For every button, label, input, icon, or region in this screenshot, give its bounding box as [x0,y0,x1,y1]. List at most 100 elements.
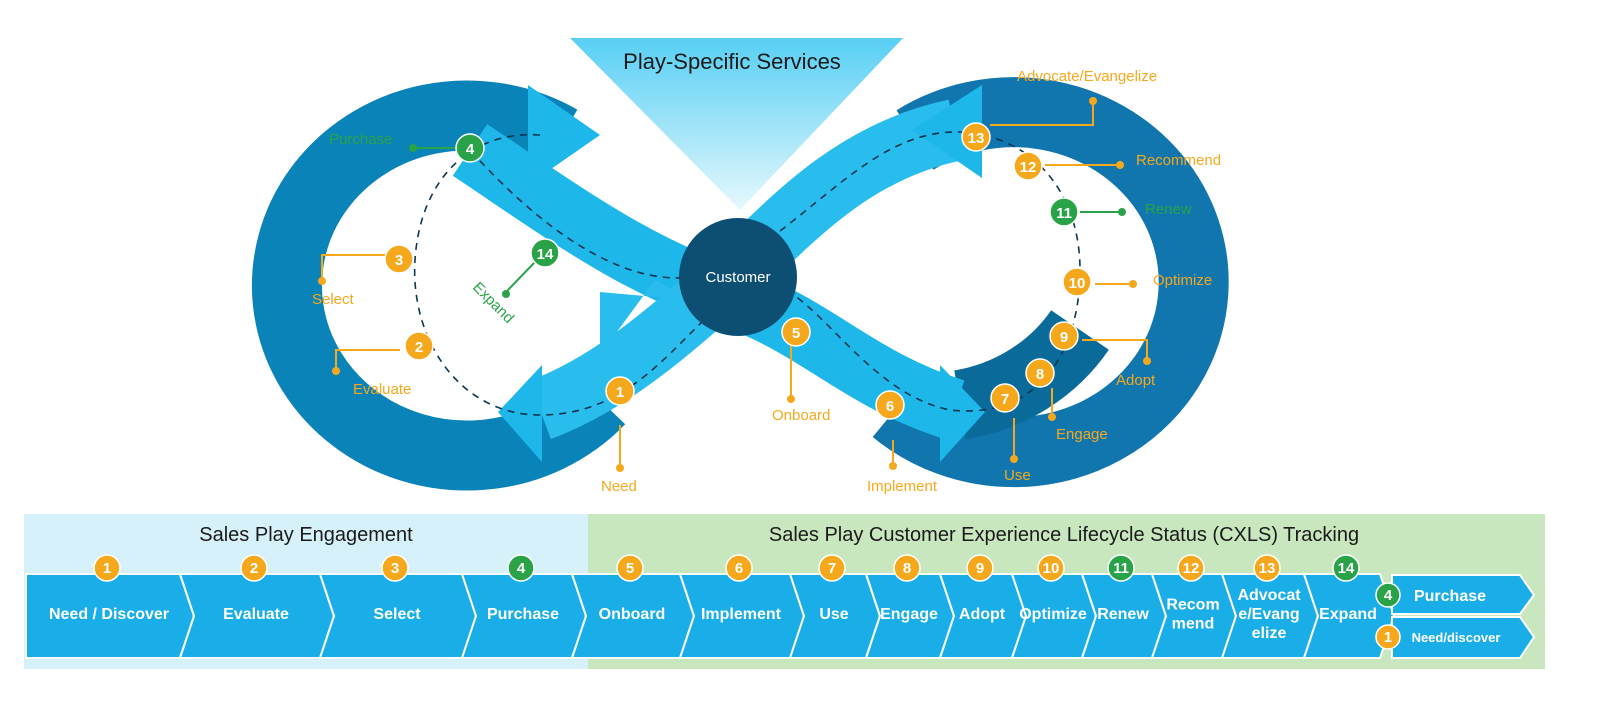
step-badge-6 [725,554,753,582]
step-badge-num-13: 13 [1259,560,1276,577]
badge-14: 14 [530,238,560,268]
label-use: Use [1004,467,1031,484]
step-label-9: Adopt [959,606,1006,623]
svg-text:9: 9 [1060,329,1068,346]
step-badge-4 [507,554,535,582]
step-badge-num-8: 8 [903,560,911,577]
svg-text:1: 1 [616,384,624,401]
svg-text:4: 4 [466,141,475,158]
svg-text:12: 12 [1020,159,1037,176]
badge-6: 6 [875,390,905,420]
customer-circle [679,218,797,336]
step-badge-num-7: 7 [828,560,836,577]
step-label-14: Expand [1319,606,1377,623]
loop-back-box: 4 1 Purchase Need/discover [1375,574,1536,659]
step-badge-13 [1253,554,1281,582]
step-badge-14 [1332,554,1360,582]
step-label-7: Use [819,606,848,623]
label-evaluate: Evaluate [353,381,411,398]
step-badge-8 [893,554,921,582]
label-implement: Implement [867,478,938,495]
badge-leaders [318,97,1151,472]
badge-10: 10 [1062,267,1092,297]
label-adopt: Adopt [1116,372,1156,389]
label-recommend: Recommend [1136,152,1221,169]
step-label-10: Optimize [1019,606,1087,623]
label-purchase: Purchase [329,131,392,148]
label-select: Select [312,291,355,308]
badge-12: 12 [1013,151,1043,181]
right-loop-outer [872,77,1229,488]
label-advocate: Advocate/Evangelize [1017,68,1157,85]
badge-7: 7 [990,383,1020,413]
step-badge-num-4: 4 [517,560,526,577]
step-label-13: elize [1252,625,1287,642]
step-badge-9 [966,554,994,582]
step-label-4: Purchase [487,606,559,623]
badge-13: 13 [961,122,991,152]
step-label-13: e/Evang [1238,606,1299,623]
step-badge-num-2: 2 [250,560,258,577]
step-badge-num-5: 5 [626,560,634,577]
step-label-8: Engage [880,606,938,623]
services-funnel [570,38,903,210]
step-badge-1 [93,554,121,582]
step-badge-3 [381,554,409,582]
step-label-6: Implement [701,606,782,623]
arrowhead-bottom-right [940,365,985,462]
svg-text:10: 10 [1069,275,1086,292]
step-badge-num-12: 12 [1183,560,1200,577]
svg-text:14: 14 [537,246,554,263]
step-badge-num-1: 1 [103,560,111,577]
arrowhead-top-left [528,85,600,185]
badge-2: 2 [404,331,434,361]
label-need: Need [601,478,637,495]
arrowhead-center [600,280,690,355]
loop-step-label-purchase: Purchase [1414,588,1486,605]
step-badge-num-6: 6 [735,560,743,577]
badge-4: 4 [455,133,485,163]
step-label-1: Need / Discover [49,606,169,623]
svg-text:3: 3 [395,252,403,269]
badge-3: 3 [384,244,414,274]
step-badge-10 [1037,554,1065,582]
svg-text:6: 6 [886,398,894,415]
left-loop-outer [251,80,626,491]
loop-step-num-purchase: 4 [1384,587,1393,604]
svg-text:5: 5 [792,325,800,342]
badge-1: 1 [605,376,635,406]
step-label-13: Advocat [1237,587,1301,604]
badge-8: 8 [1025,358,1055,388]
step-label-12: mend [1172,616,1215,633]
label-renew: Renew [1145,201,1192,218]
svg-text:11: 11 [1056,205,1072,222]
svg-text:7: 7 [1001,391,1009,408]
step-badge-num-9: 9 [976,560,984,577]
svg-text:8: 8 [1036,366,1044,383]
step-label-12: Recom [1166,597,1219,614]
step-label-3: Select [373,606,421,623]
badge-9: 9 [1049,321,1079,351]
step-label-11: Renew [1097,606,1149,623]
step-label-5: Onboard [599,606,666,623]
step-badge-7 [818,554,846,582]
services-title: Play-Specific Services [623,49,841,74]
label-onboard: Onboard [772,407,830,424]
label-expand: Expand [469,279,517,327]
step-box-14 [1302,573,1396,659]
customer-label: Customer [705,269,770,286]
step-badge-5 [616,554,644,582]
step-badge-num-11: 11 [1113,560,1129,577]
step-badge-12 [1177,554,1205,582]
badge-5: 5 [781,317,811,347]
arrowhead-bottom-left [498,365,542,462]
svg-text:2: 2 [415,339,423,356]
step-badge-2 [240,554,268,582]
loop-step-label-need: Need/discover [1412,630,1501,645]
svg-text:13: 13 [968,130,985,147]
label-engage: Engage [1056,426,1108,443]
arrowhead-top-right [912,85,982,178]
step-badge-num-14: 14 [1338,560,1355,577]
step-badge-11 [1107,554,1135,582]
